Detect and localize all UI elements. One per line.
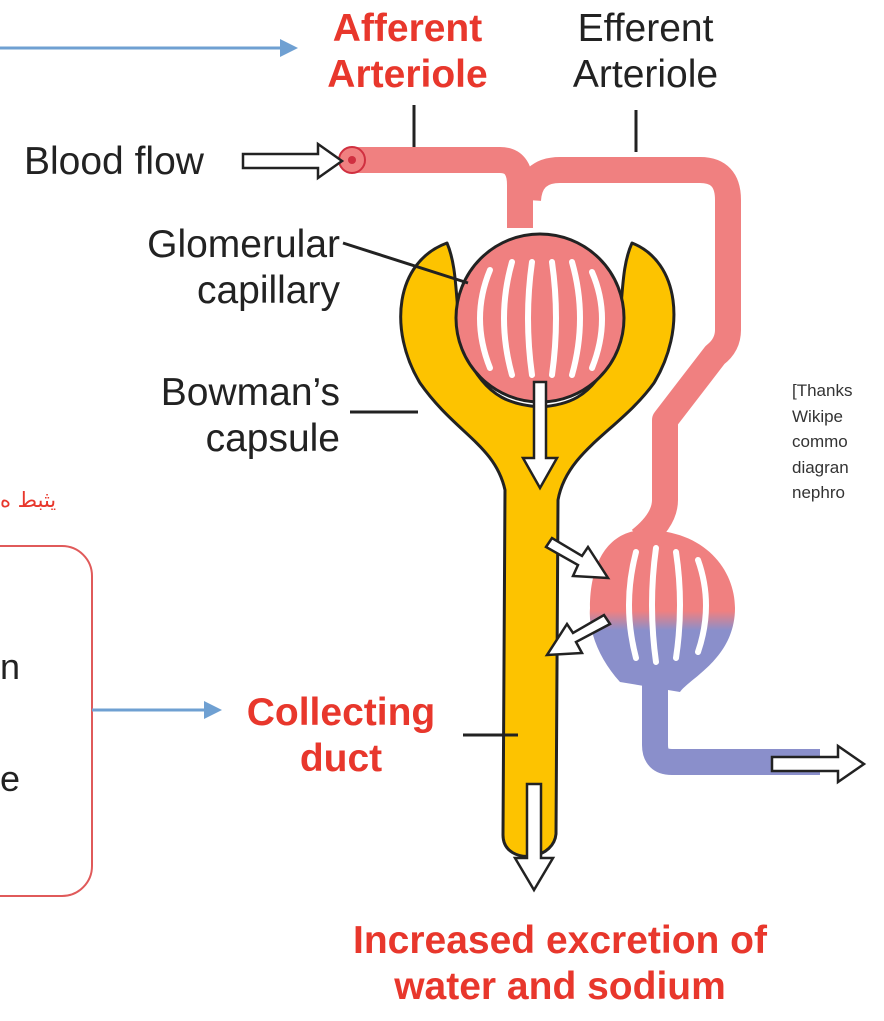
efferent-label-line2: Arteriole	[538, 52, 753, 98]
glomerular-label-line1: Glomerular	[100, 222, 340, 268]
attribution-note-line: nephro	[792, 480, 884, 506]
afferent-arteriole-vessel	[352, 160, 520, 228]
box-text-fragment-2: e	[0, 758, 20, 800]
bowmans-capsule-label: Bowman’s capsule	[100, 370, 340, 462]
collecting-blue-pointer-arrow	[92, 701, 222, 719]
top-blue-pointer-arrow	[0, 39, 298, 57]
afferent-label-line1: Afferent	[300, 6, 515, 52]
afferent-label-line2: Arteriole	[300, 52, 515, 98]
outcome-label: Increased excretion of water and sodium	[290, 918, 830, 1010]
efferent-arteriole-label: Efferent Arteriole	[538, 6, 753, 98]
afferent-lumen-center	[348, 156, 356, 164]
blood-flow-label: Blood flow	[24, 139, 204, 185]
blood-flow-arrow	[243, 144, 342, 178]
attribution-note-line: [Thanks	[792, 378, 884, 404]
collecting-label-line1: Collecting	[222, 690, 460, 736]
outcome-label-line1: Increased excretion of	[290, 918, 830, 964]
attribution-note-line: commo	[792, 429, 884, 455]
arabic-caption-fragment: يثبط ه	[0, 488, 56, 513]
attribution-note: [Thanks Wikipe commo diagran nephro	[792, 378, 884, 506]
glomerular-label-line2: capillary	[100, 268, 340, 314]
outcome-label-line2: water and sodium	[290, 964, 830, 1010]
efferent-label-line1: Efferent	[538, 6, 753, 52]
side-text-box	[0, 546, 92, 896]
box-text-fragment-1: n	[0, 646, 20, 688]
collecting-duct-label: Collecting duct	[222, 690, 460, 782]
bowmans-label-line1: Bowman’s	[100, 370, 340, 416]
afferent-arteriole-label: Afferent Arteriole	[300, 6, 515, 98]
collecting-label-line2: duct	[222, 736, 460, 782]
attribution-note-line: Wikipe	[792, 404, 884, 430]
attribution-note-line: diagran	[792, 455, 884, 481]
glomerular-capillary-label: Glomerular capillary	[100, 222, 340, 314]
bowmans-label-line2: capsule	[100, 416, 340, 462]
peritubular-capillary	[590, 530, 735, 692]
